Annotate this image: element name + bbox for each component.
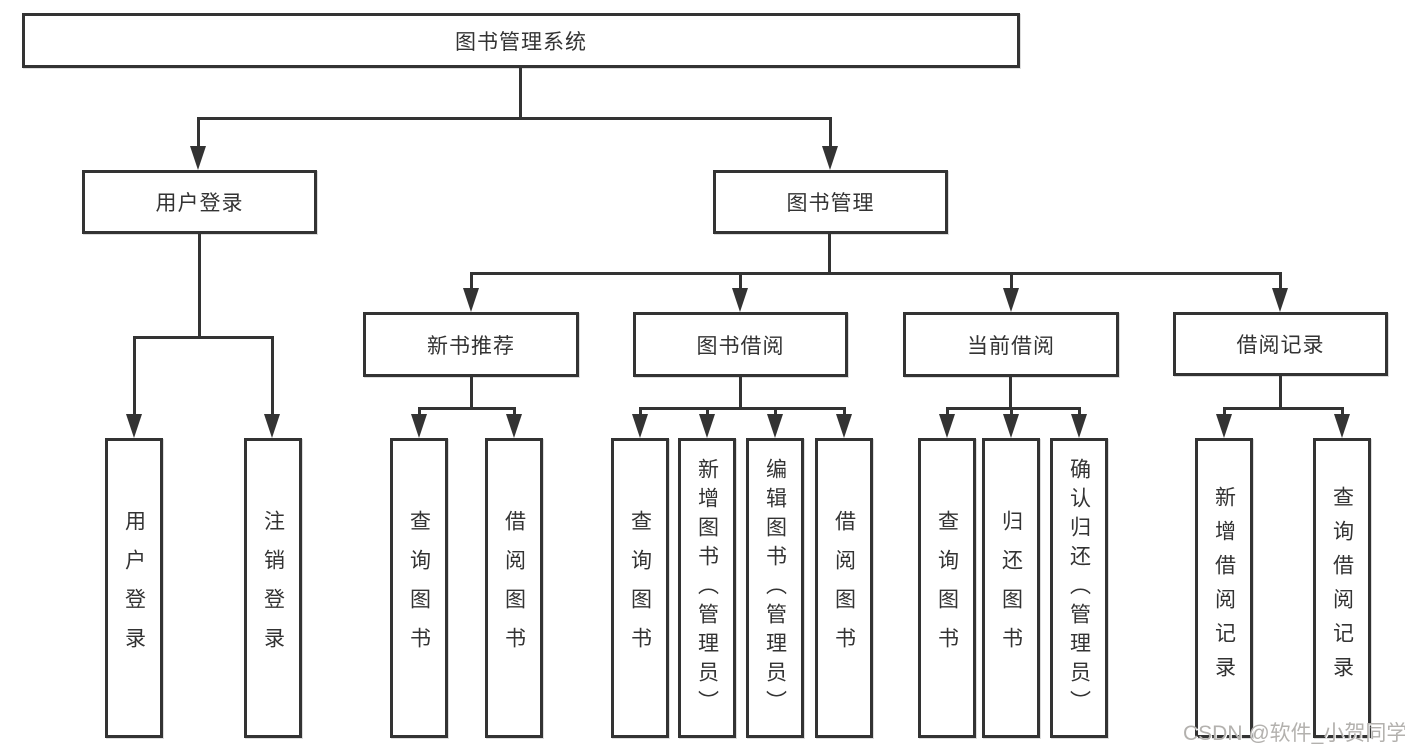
leaf-current-confirm-return-admin: 确认归还（管理员） bbox=[1050, 438, 1108, 738]
arrowhead-down-icon bbox=[1003, 414, 1019, 438]
connector-line bbox=[739, 272, 742, 289]
connector-line bbox=[470, 272, 1281, 275]
node-label: 图书借阅 bbox=[696, 334, 785, 358]
leaf-label: 查询图书 bbox=[935, 510, 959, 666]
connector-line bbox=[1279, 272, 1282, 289]
connector-line bbox=[198, 234, 201, 337]
leaf-label: 新增借阅记录 bbox=[1212, 486, 1236, 690]
connector-line bbox=[133, 336, 274, 339]
connector-line bbox=[133, 336, 136, 415]
arrowhead-down-icon bbox=[264, 414, 280, 438]
leaf-label: 查询图书 bbox=[407, 510, 431, 666]
connector-line bbox=[1009, 377, 1012, 409]
arrowhead-down-icon bbox=[506, 414, 522, 438]
connector-line bbox=[843, 407, 846, 416]
leaf-label: 查询借阅记录 bbox=[1330, 486, 1354, 690]
arrowhead-down-icon bbox=[699, 414, 715, 438]
connector-line bbox=[470, 272, 473, 289]
leaf-label: 新增图书（管理员） bbox=[695, 457, 719, 719]
connector-line bbox=[1010, 407, 1013, 416]
arrowhead-down-icon bbox=[1071, 414, 1087, 438]
connector-line bbox=[946, 407, 1080, 410]
node-book-borrowing: 图书借阅 bbox=[633, 312, 848, 377]
leaf-borrowing-add-books-admin: 新增图书（管理员） bbox=[678, 438, 736, 738]
connector-line bbox=[639, 407, 846, 410]
connector-line bbox=[1223, 407, 1226, 416]
leaf-label: 注销登录 bbox=[261, 510, 285, 666]
connector-line bbox=[829, 117, 832, 147]
arrowhead-down-icon bbox=[1334, 414, 1350, 438]
node-label: 新书推荐 bbox=[427, 334, 515, 358]
connector-line bbox=[1223, 407, 1344, 410]
leaf-user-login: 用户登录 bbox=[105, 438, 163, 738]
node-new-book-recommendation: 新书推荐 bbox=[363, 312, 579, 377]
connector-line bbox=[706, 407, 709, 416]
connector-line bbox=[519, 68, 522, 117]
node-borrowing-records: 借阅记录 bbox=[1173, 312, 1388, 376]
connector-line bbox=[946, 407, 949, 416]
node-library-management-system: 图书管理系统 bbox=[22, 13, 1020, 68]
connector-line bbox=[470, 377, 473, 409]
node-label: 当前借阅 bbox=[967, 334, 1055, 358]
arrowhead-down-icon bbox=[1003, 288, 1019, 312]
arrowhead-down-icon bbox=[126, 414, 142, 438]
arrowhead-down-icon bbox=[836, 414, 852, 438]
arrowhead-down-icon bbox=[1272, 288, 1288, 312]
node-book-management: 图书管理 bbox=[713, 170, 948, 234]
node-label: 借阅记录 bbox=[1236, 334, 1325, 357]
node-label: 图书管理系统 bbox=[455, 30, 587, 54]
leaf-logout: 注销登录 bbox=[244, 438, 302, 738]
arrowhead-down-icon bbox=[632, 414, 648, 438]
connector-line bbox=[639, 407, 642, 416]
arrowhead-down-icon bbox=[732, 288, 748, 312]
connector-line bbox=[197, 117, 200, 147]
node-label: 用户登录 bbox=[155, 192, 244, 215]
leaf-label: 确认归还（管理员） bbox=[1067, 457, 1091, 719]
connector-line bbox=[513, 407, 516, 416]
connector-line bbox=[1010, 272, 1013, 289]
connector-line bbox=[1341, 407, 1344, 416]
arrowhead-down-icon bbox=[463, 288, 479, 312]
leaf-label: 归还图书 bbox=[999, 510, 1023, 666]
leaf-borrowing-borrow-books: 借阅图书 bbox=[815, 438, 873, 738]
leaf-recommend-query-books: 查询图书 bbox=[390, 438, 448, 738]
connector-line bbox=[1078, 407, 1081, 416]
node-user-login: 用户登录 bbox=[82, 170, 317, 234]
connector-line bbox=[418, 407, 421, 416]
leaf-current-query-books: 查询图书 bbox=[918, 438, 976, 738]
arrowhead-down-icon bbox=[1216, 414, 1232, 438]
arrowhead-down-icon bbox=[190, 146, 206, 170]
connector-line bbox=[271, 336, 274, 415]
arrowhead-down-icon bbox=[411, 414, 427, 438]
leaf-borrowing-query-books: 查询图书 bbox=[611, 438, 669, 738]
arrowhead-down-icon bbox=[822, 146, 838, 170]
connector-line bbox=[828, 234, 831, 274]
node-current-borrowing: 当前借阅 bbox=[903, 312, 1119, 377]
arrowhead-down-icon bbox=[939, 414, 955, 438]
connector-line bbox=[739, 377, 742, 409]
leaf-label: 借阅图书 bbox=[832, 510, 856, 666]
connector-line bbox=[774, 407, 777, 416]
leaf-recommend-borrow-books: 借阅图书 bbox=[485, 438, 543, 738]
leaf-current-return-books: 归还图书 bbox=[982, 438, 1040, 738]
leaf-label: 查询图书 bbox=[628, 510, 652, 666]
leaf-label: 编辑图书（管理员） bbox=[763, 457, 787, 719]
connector-line bbox=[197, 117, 832, 120]
connector-line bbox=[1279, 375, 1282, 409]
connector-line bbox=[418, 407, 516, 410]
arrowhead-down-icon bbox=[767, 414, 783, 438]
leaf-records-query-borrow-record: 查询借阅记录 bbox=[1313, 438, 1371, 738]
node-label: 图书管理 bbox=[786, 192, 875, 215]
watermark: CSDN @软件_小贺同学 bbox=[1183, 722, 1405, 745]
leaf-label: 用户登录 bbox=[122, 510, 146, 666]
leaf-borrowing-edit-books-admin: 编辑图书（管理员） bbox=[746, 438, 804, 738]
leaf-records-add-borrow-record: 新增借阅记录 bbox=[1195, 438, 1253, 738]
leaf-label: 借阅图书 bbox=[502, 510, 526, 666]
